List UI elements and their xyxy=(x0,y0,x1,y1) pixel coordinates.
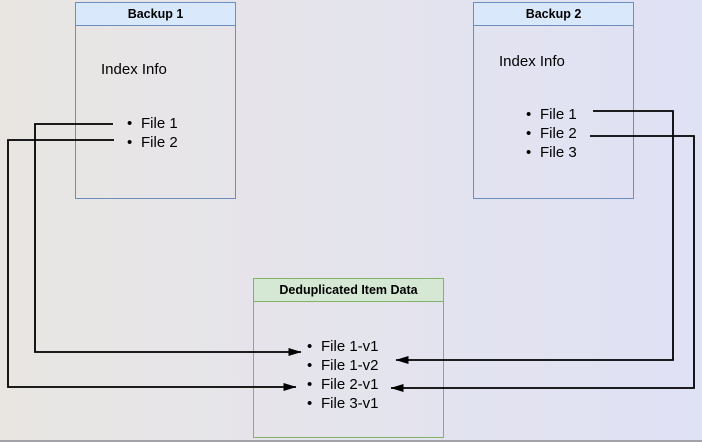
backup2-file-item: File 3 xyxy=(526,143,577,162)
backup1-index-label: Index Info xyxy=(101,61,167,78)
backup1-file-item: File 1 xyxy=(127,114,178,133)
backup1-node: Backup 1 Index Info File 1 File 2 xyxy=(75,2,236,199)
backup1-file-item: File 2 xyxy=(127,133,178,152)
window-bottom-edge xyxy=(0,440,702,442)
backup2-file-list: File 1 File 2 File 3 xyxy=(526,105,577,162)
dedup-node: Deduplicated Item Data File 1-v1 File 1-… xyxy=(253,278,444,438)
backup2-node: Backup 2 Index Info File 1 File 2 File 3 xyxy=(473,2,634,199)
dedup-item: File 2-v1 xyxy=(307,375,379,394)
dedup-title: Deduplicated Item Data xyxy=(254,279,443,302)
backup1-file-list: File 1 File 2 xyxy=(127,114,178,152)
dedup-item-list: File 1-v1 File 1-v2 File 2-v1 File 3-v1 xyxy=(307,337,379,413)
backup1-title: Backup 1 xyxy=(76,3,235,26)
backup2-file-item: File 2 xyxy=(526,124,577,143)
backup2-file-item: File 1 xyxy=(526,105,577,124)
dedup-item: File 1-v1 xyxy=(307,337,379,356)
dedup-item: File 1-v2 xyxy=(307,356,379,375)
backup2-title: Backup 2 xyxy=(474,3,633,26)
backup2-index-label: Index Info xyxy=(499,53,565,70)
dedup-item: File 3-v1 xyxy=(307,394,379,413)
